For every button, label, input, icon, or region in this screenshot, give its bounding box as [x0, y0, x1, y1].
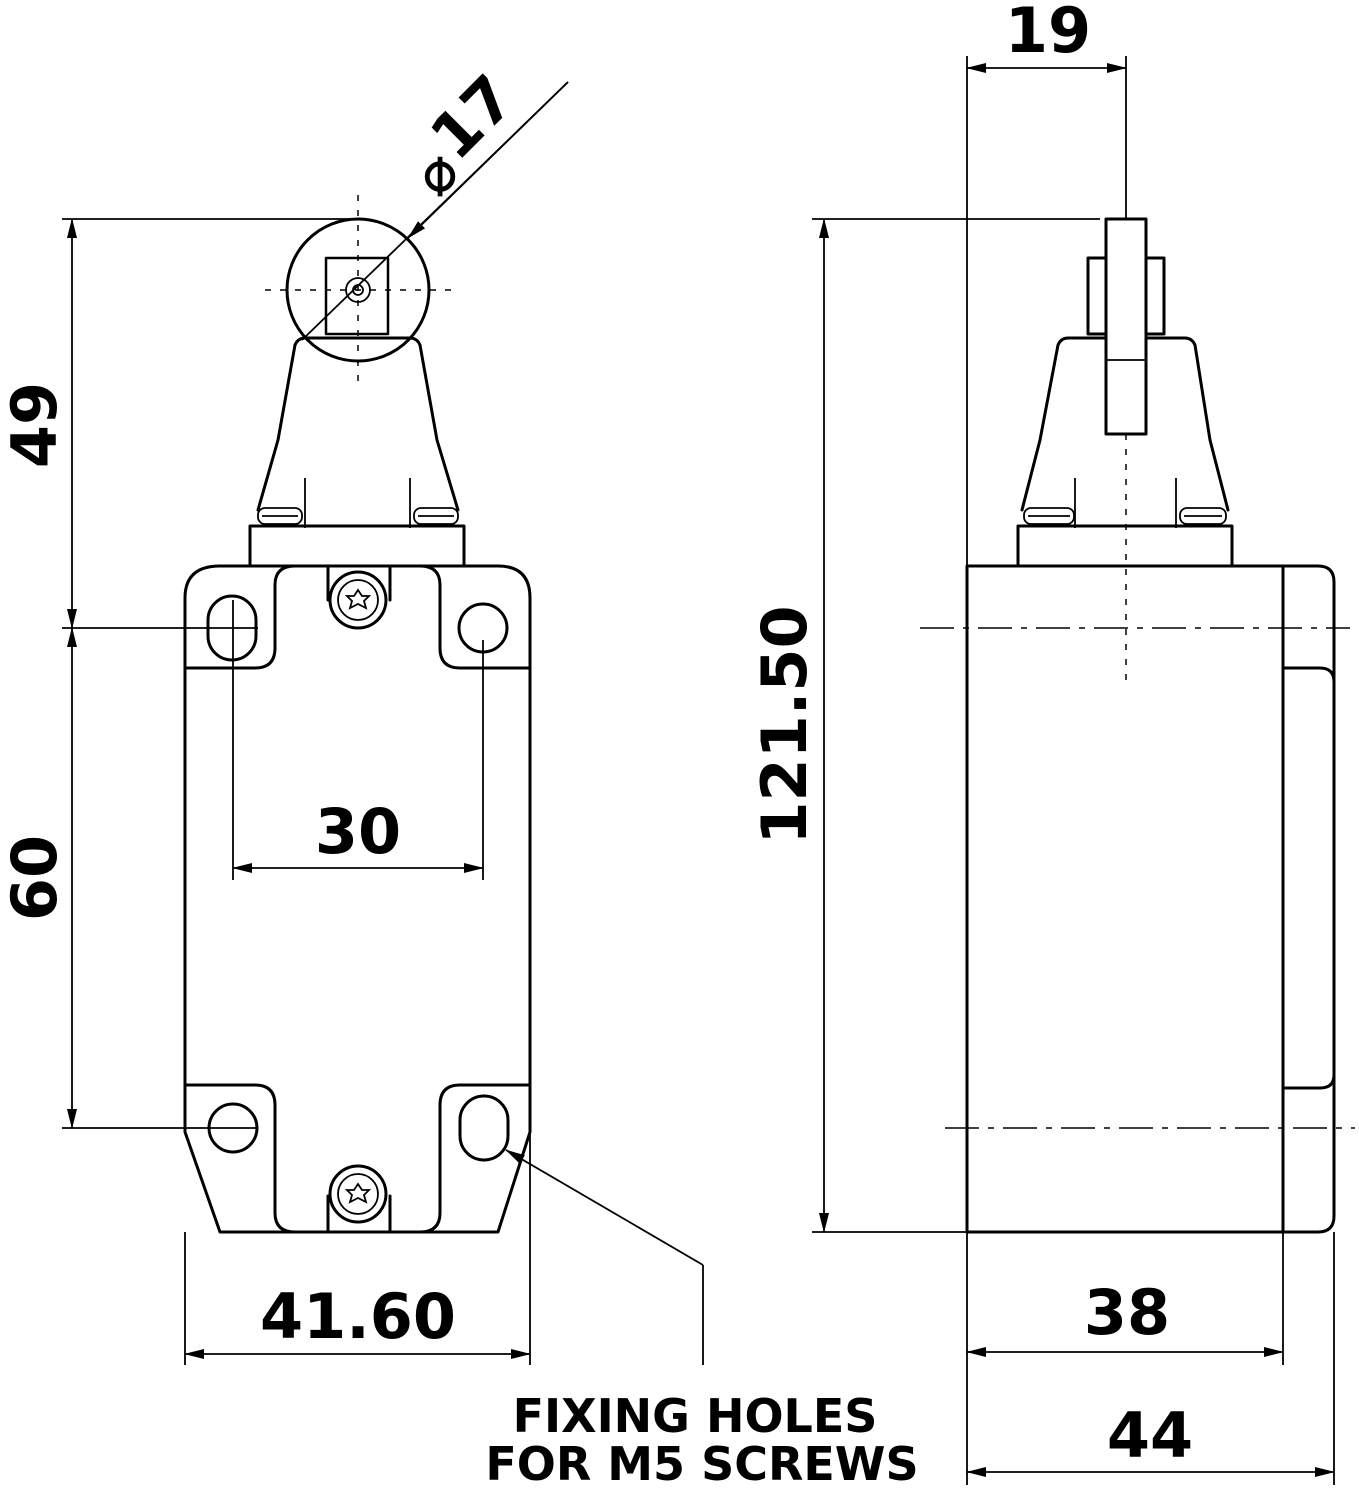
note-line-2: FOR M5 SCREWS	[485, 1437, 918, 1491]
side-body	[965, 564, 1285, 1234]
lever-arm	[1104, 217, 1148, 436]
fixing-hole-bottom-right	[458, 1094, 510, 1162]
note-line-1: FIXING HOLES	[513, 1389, 878, 1443]
dim-body-width: 41.60	[260, 1280, 456, 1353]
lever-clamp-right	[1144, 256, 1166, 336]
cover-screw-top	[328, 570, 388, 630]
dimensions-front	[62, 81, 704, 1365]
side-cover-profile	[1281, 564, 1336, 1234]
dim-overall-depth: 44	[1107, 1399, 1193, 1472]
dim-lever-width: 19	[1005, 0, 1091, 67]
dimension-labels: ⌀ 17 49 60 30 41.60 19 121.50 38 44 FIXI…	[0, 0, 1193, 1491]
lever-clamp-left	[1086, 256, 1108, 336]
head-screw-left	[257, 507, 303, 525]
head-base-plate	[248, 524, 466, 568]
cover-outline	[183, 564, 532, 1234]
front-view	[183, 195, 532, 1234]
housing-outline	[183, 564, 532, 1234]
head-screw-right	[413, 507, 459, 525]
roller-axle-block	[324, 256, 390, 336]
dim-hole-spacing-vertical: 60	[0, 835, 71, 921]
side-head-base-plate	[1016, 524, 1234, 568]
dim-body-depth: 38	[1084, 1276, 1170, 1349]
side-view	[920, 217, 1355, 1234]
dim-hole-spacing-horizontal: 30	[315, 795, 401, 868]
dim-actuator-height: 49	[0, 382, 71, 468]
dim-overall-height: 121.50	[748, 605, 821, 844]
cover-screw-bottom	[328, 1164, 388, 1224]
side-actuator-head	[1020, 336, 1230, 512]
actuator-head	[256, 336, 460, 512]
dimensions-side	[812, 56, 1335, 1485]
